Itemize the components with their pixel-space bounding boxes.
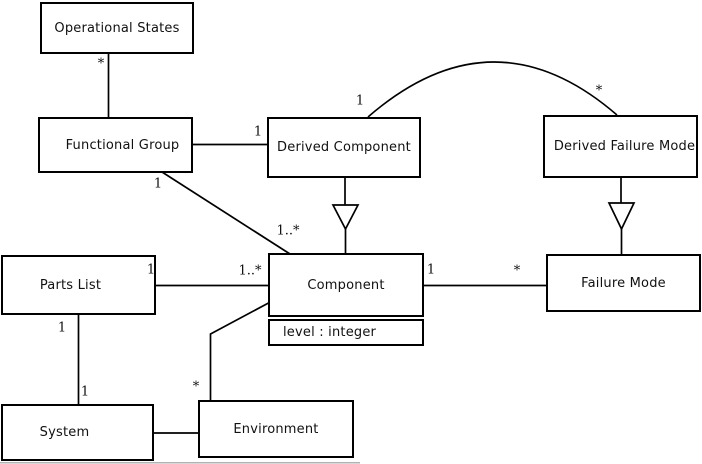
class-component-attributes: level : integer: [268, 319, 424, 346]
class-system: System: [1, 404, 154, 461]
generalization-arrow-component: [331, 204, 360, 231]
class-parts-list: Parts List: [1, 255, 156, 315]
multiplicity-comp-fm-target: *: [513, 263, 521, 279]
class-derived-component: Derived Component: [267, 117, 421, 178]
multiplicity-pl-comp-target: 1..*: [238, 263, 262, 279]
class-failure-mode: Failure Mode: [546, 254, 701, 312]
edge-environment-component: [209, 302, 269, 401]
class-label: Component: [307, 277, 385, 293]
class-derived-failure-mode: Derived Failure Mode: [543, 115, 698, 178]
class-label: Environment: [233, 421, 319, 437]
class-label: Parts List: [39, 277, 102, 293]
class-operational-states: Operational States: [40, 2, 194, 54]
multiplicity-fg-dc: 1: [253, 124, 263, 140]
class-environment: Environment: [198, 400, 354, 458]
multiplicity-pl-comp-source: 1: [146, 262, 156, 278]
edge-derived-component-derived-failure-mode-arc: [367, 61, 618, 118]
class-functional-group: Functional Group: [38, 117, 193, 173]
class-label: System: [39, 425, 90, 440]
multiplicity-fg-comp-source: 1: [153, 176, 163, 192]
multiplicity-comp-fm-source: 1: [426, 262, 436, 278]
multiplicity-dc-arc: 1: [355, 93, 365, 109]
class-label: Failure Mode: [581, 275, 666, 291]
multiplicity-env-comp: *: [192, 379, 200, 395]
multiplicity-pl-sys-target: 1: [80, 384, 90, 400]
class-label: Operational States: [54, 20, 180, 36]
class-component: Component: [268, 253, 424, 317]
class-label: Derived Component: [277, 140, 411, 155]
multiplicity-pl-sys-source: 1: [57, 320, 67, 336]
class-label: Derived Failure Mode: [553, 139, 696, 154]
multiplicity-dfm-arc: *: [595, 83, 603, 99]
generalization-arrow-failure-mode: [607, 202, 636, 231]
multiplicity-fg-comp-target: 1..*: [276, 223, 300, 239]
attribute-label: level : integer: [283, 325, 377, 340]
multiplicity-os-fg: *: [97, 56, 105, 72]
class-label: Functional Group: [65, 137, 180, 153]
edge-functional-group-component: [161, 171, 291, 255]
